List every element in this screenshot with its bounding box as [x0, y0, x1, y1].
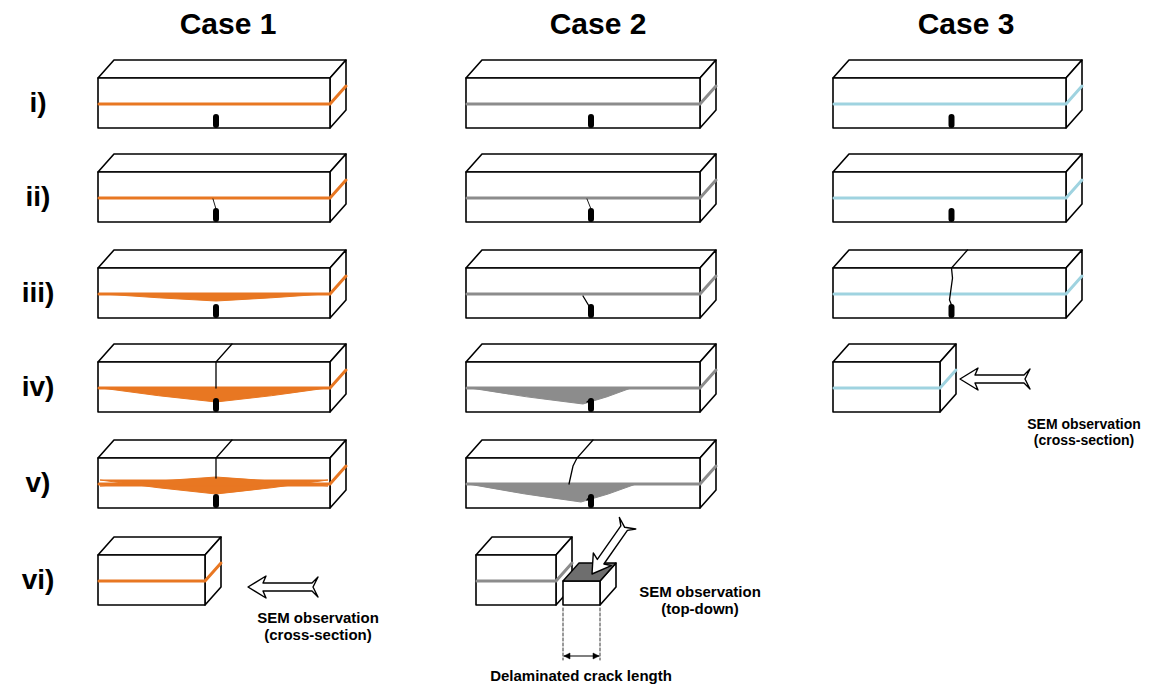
beam-specimen	[466, 60, 716, 128]
crack	[216, 440, 232, 478]
crack	[950, 250, 968, 305]
interface-layer	[467, 276, 716, 294]
crack	[587, 199, 591, 209]
interface-layer	[834, 180, 1082, 198]
interface-layer	[467, 370, 716, 388]
step-label: ii)	[26, 181, 51, 213]
notch	[213, 398, 219, 412]
interface-layer	[477, 563, 572, 581]
observation-arrow	[960, 368, 1030, 390]
interface-layer	[467, 466, 716, 484]
top-face	[833, 344, 956, 362]
interface-layer	[99, 180, 346, 198]
observation-arrow	[248, 576, 318, 598]
beam-specimen	[98, 154, 346, 222]
notch	[213, 304, 219, 318]
beam-specimen	[833, 344, 956, 412]
top-face	[98, 154, 346, 172]
case-heading: Case 1	[180, 7, 277, 42]
notch	[588, 304, 594, 318]
beam-specimen	[98, 440, 346, 508]
notch	[949, 304, 955, 318]
interface-layer	[834, 370, 956, 388]
beam-specimen	[833, 154, 1082, 222]
interface-layer	[99, 276, 346, 294]
beam-specimen	[466, 344, 716, 412]
top-face	[98, 344, 346, 362]
observation-note: SEM observation (cross-section)	[248, 609, 388, 644]
notch	[213, 114, 219, 128]
top-face	[466, 154, 716, 172]
observation-note: SEM observation (top-down)	[635, 583, 765, 618]
notch	[949, 114, 955, 128]
top-face	[833, 154, 1082, 172]
step-label: iv)	[22, 371, 55, 403]
interface-layer	[467, 180, 716, 198]
arrow-outline	[960, 368, 1030, 390]
notch	[213, 208, 219, 222]
beam-specimen	[833, 60, 1082, 128]
step-label: i)	[29, 87, 46, 119]
top-face	[98, 440, 346, 458]
delamination	[468, 484, 636, 502]
delamination	[100, 477, 328, 486]
interface-layer	[834, 86, 1082, 104]
notch	[213, 494, 219, 508]
top-face	[466, 344, 716, 362]
case-heading: Case 3	[918, 7, 1015, 42]
notch	[588, 398, 594, 412]
crack	[216, 344, 232, 388]
top-face	[466, 250, 716, 268]
interface-layer	[99, 563, 221, 581]
top-face	[98, 60, 346, 78]
notch	[588, 208, 594, 222]
dimension-label: Delaminated crack length	[490, 667, 672, 684]
extension-line	[600, 608, 601, 660]
delamination	[470, 388, 631, 404]
beam-specimen	[98, 250, 346, 318]
observation-note: SEM observation (cross-section)	[1021, 416, 1147, 448]
step-label: vi)	[22, 564, 55, 596]
beam-specimen	[833, 250, 1082, 318]
beam-specimen	[466, 154, 716, 222]
extension-line	[563, 608, 564, 660]
beam-specimen	[98, 60, 346, 128]
dimension-arrowhead	[564, 653, 570, 659]
interface-layer	[467, 86, 716, 104]
interface-layer	[99, 86, 346, 104]
top-face	[98, 537, 221, 555]
observation-arrow	[583, 517, 637, 580]
case-heading: Case 2	[550, 7, 647, 42]
delamination	[103, 294, 325, 301]
top-face	[833, 60, 1082, 78]
step-label: v)	[26, 467, 51, 499]
step-label: iii)	[22, 277, 55, 309]
beam-specimen	[466, 440, 716, 508]
notch	[588, 494, 594, 508]
beam-specimen	[98, 537, 221, 605]
arrow-outline	[248, 576, 318, 598]
notch	[588, 114, 594, 128]
notch	[949, 208, 955, 222]
top-face	[466, 60, 716, 78]
top-face	[833, 250, 1082, 268]
front-face	[98, 458, 330, 508]
dimension-arrowhead	[593, 653, 599, 659]
interface-layer	[99, 370, 346, 388]
crack	[569, 440, 593, 484]
top-face	[98, 250, 346, 268]
beam-specimen	[466, 250, 716, 318]
interface-layer	[834, 276, 1082, 294]
crack	[213, 199, 216, 209]
arrow-outline	[583, 517, 637, 580]
beam-specimen	[98, 344, 346, 412]
front-face	[563, 581, 600, 605]
